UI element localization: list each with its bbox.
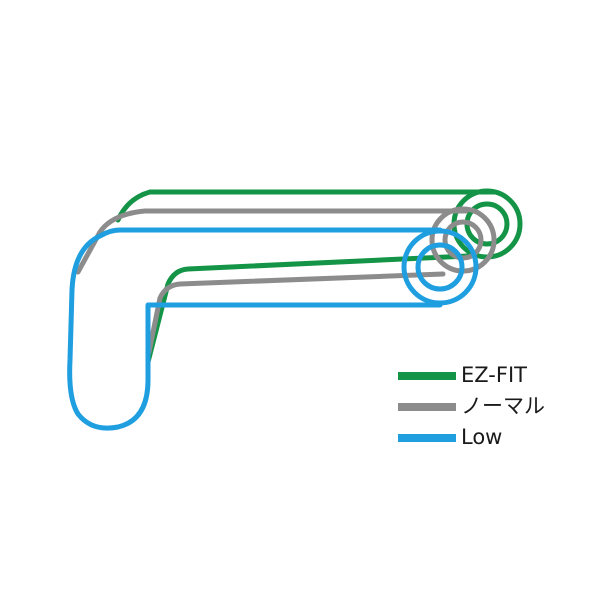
legend-label-low: Low — [461, 425, 503, 449]
legend-swatch-normal — [398, 402, 456, 411]
legend: EZ-FIT ノーマル Low — [398, 360, 588, 453]
handlebar-outline-low — [67, 227, 479, 431]
legend-label-normal: ノーマル — [461, 394, 545, 418]
legend-swatch-low — [398, 433, 456, 442]
legend-item-low: Low — [398, 422, 588, 453]
legend-swatch-ez-fit — [398, 371, 456, 380]
legend-item-normal: ノーマル — [398, 391, 588, 422]
legend-label-ez-fit: EZ-FIT — [461, 363, 527, 387]
legend-item-ez-fit: EZ-FIT — [398, 360, 588, 391]
